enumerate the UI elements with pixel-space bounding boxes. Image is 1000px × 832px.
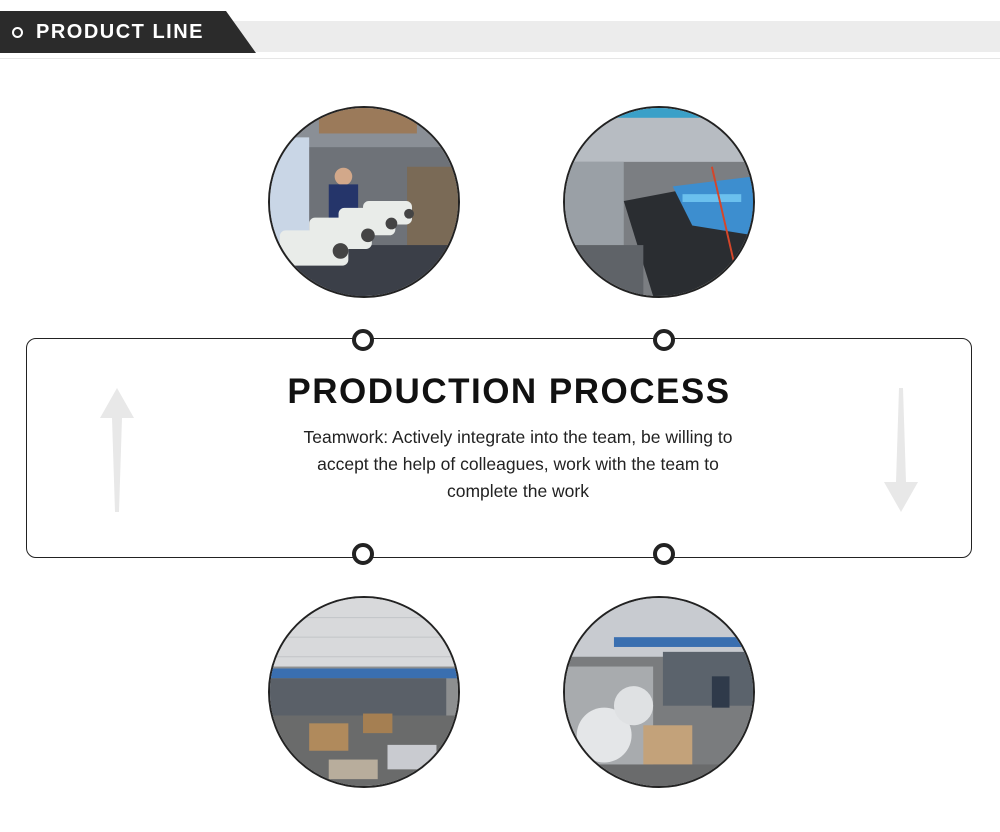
header-divider <box>0 58 1000 59</box>
photo-packing-area <box>563 596 755 788</box>
photo-worker-machines <box>268 106 460 298</box>
header-tab <box>0 11 256 53</box>
photo-workshop-floor <box>268 596 460 788</box>
connector-top-left <box>352 329 374 351</box>
photo-assembly-line <box>563 106 755 298</box>
connector-bottom-left <box>352 543 374 565</box>
process-title: PRODUCTION PROCESS <box>287 372 731 411</box>
connector-top-right <box>653 329 675 351</box>
process-description: Teamwork: Actively integrate into the te… <box>303 427 733 501</box>
connector-bottom-right <box>653 543 675 565</box>
section-title: PRODUCT LINE <box>36 21 204 43</box>
production-process-panel <box>26 338 972 558</box>
arrow-up-icon <box>100 388 134 512</box>
ring-icon <box>12 27 23 38</box>
arrow-down-icon <box>884 388 918 512</box>
